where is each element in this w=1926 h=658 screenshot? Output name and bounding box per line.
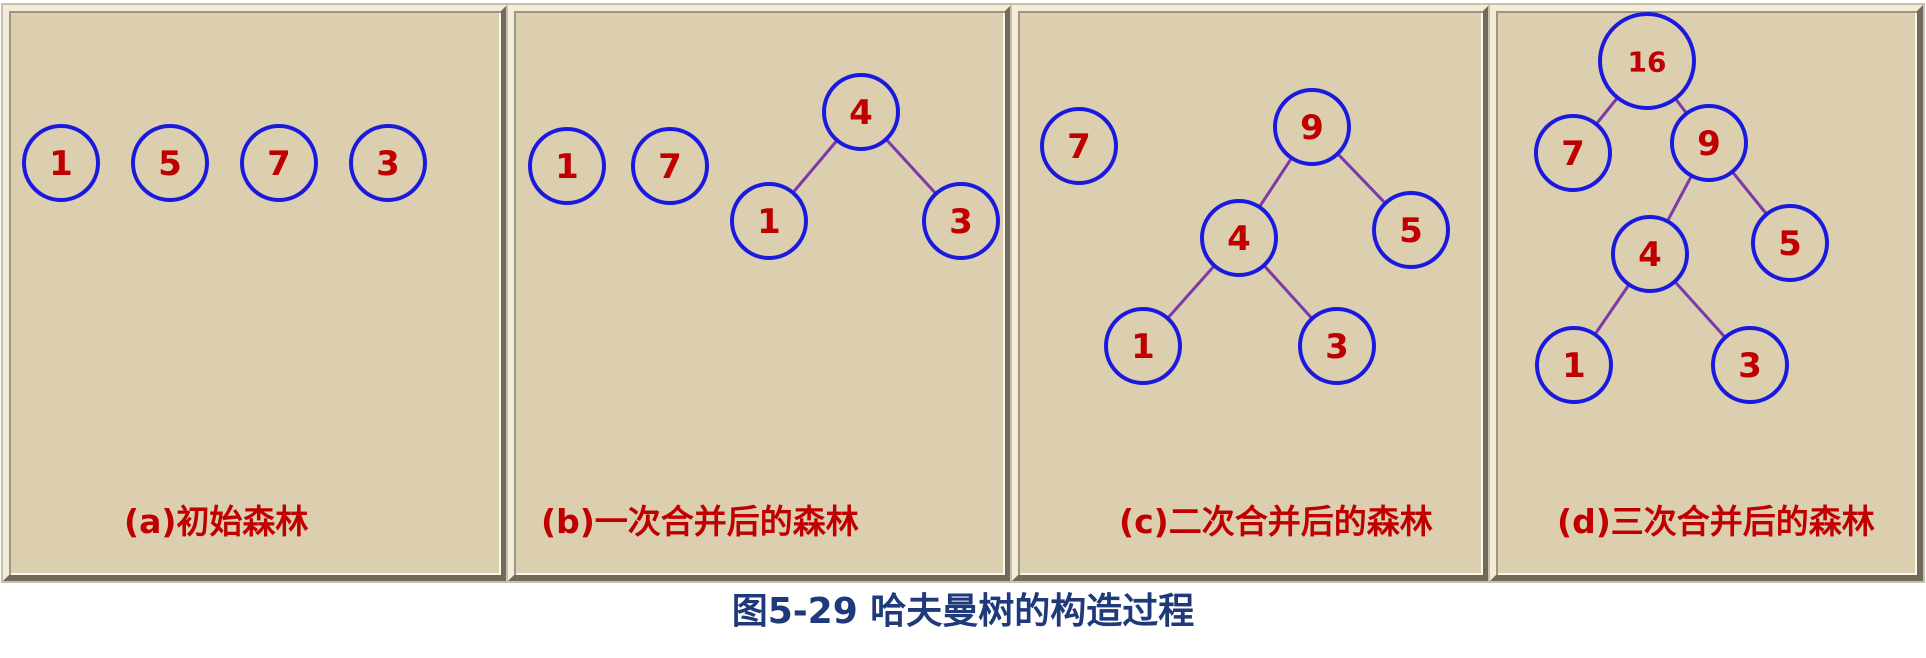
tree-node: 7 xyxy=(240,124,318,202)
node-circle xyxy=(730,182,808,260)
node-circle xyxy=(1104,307,1182,385)
node-label: 16 xyxy=(1628,46,1667,79)
node-label: 5 xyxy=(1778,224,1802,264)
node-label: 9 xyxy=(1697,124,1721,164)
node-circle xyxy=(631,127,709,205)
node-label: 3 xyxy=(1325,327,1349,367)
tree-node: 7 xyxy=(1040,107,1118,185)
tree-node: 1 xyxy=(528,127,606,205)
node-circle xyxy=(922,182,1000,260)
tree-node: 7 xyxy=(1534,114,1612,192)
tree-node: 4 xyxy=(822,73,900,151)
tree-node: 3 xyxy=(1298,307,1376,385)
tree-node: 5 xyxy=(1372,191,1450,269)
tree-edge-d16-d9 xyxy=(1674,97,1688,115)
tree-node: 16 xyxy=(1598,12,1696,110)
tree-node: 5 xyxy=(1751,204,1829,282)
tree-node: 3 xyxy=(349,124,427,202)
panel-caption-a: (a)初始森林 xyxy=(124,502,309,541)
node-circle xyxy=(240,124,318,202)
node-label: 7 xyxy=(658,147,682,187)
node-circle xyxy=(1711,326,1789,404)
tree-node: 1 xyxy=(730,182,808,260)
node-label: 1 xyxy=(49,144,73,184)
node-label: 7 xyxy=(267,144,291,184)
node-label: 7 xyxy=(1067,127,1091,167)
tree-edge-b4-b1c xyxy=(791,139,839,194)
node-circle xyxy=(1534,114,1612,192)
tree-edge-c9-c4 xyxy=(1258,157,1293,208)
node-label: 4 xyxy=(1227,219,1251,259)
tree-edge-d4-d1 xyxy=(1593,283,1631,336)
tree-node: 3 xyxy=(1711,326,1789,404)
panel-caption-d: (d)三次合并后的森林 xyxy=(1557,502,1875,541)
tree-node: 4 xyxy=(1611,215,1689,293)
tree-node: 4 xyxy=(1200,199,1278,277)
tree-canvas-d: 16 7 9 4 5 1 3 xyxy=(1534,12,1829,404)
tree-canvas-b: 1 7 4 1 3 xyxy=(528,73,1000,260)
node-label: 3 xyxy=(949,202,973,242)
panel-caption-c: (c)二次合并后的森林 xyxy=(1119,502,1433,541)
tree-node: 1 xyxy=(1104,307,1182,385)
tree-edge-b4-b3c xyxy=(884,138,938,195)
node-label: 4 xyxy=(1638,235,1662,275)
tree-edge-d9-d5 xyxy=(1731,170,1768,216)
node-circle xyxy=(1535,326,1613,404)
tree-node: 1 xyxy=(1535,326,1613,404)
tree-node: 5 xyxy=(131,124,209,202)
node-circle xyxy=(22,124,100,202)
node-label: 1 xyxy=(757,202,781,242)
node-circle xyxy=(1040,107,1118,185)
tree-edge-c9-c5 xyxy=(1336,152,1387,205)
tree-node: 9 xyxy=(1273,88,1351,166)
node-circle xyxy=(528,127,606,205)
node-circle xyxy=(1372,191,1450,269)
node-circle xyxy=(1200,199,1278,277)
node-label: 1 xyxy=(1562,346,1586,386)
tree-node: 7 xyxy=(631,127,709,205)
node-label: 5 xyxy=(1399,211,1423,251)
node-label: 3 xyxy=(376,144,400,184)
panel-c: 7 9 4 5 1 3 (c)二次合并后的森林 xyxy=(1012,5,1489,581)
tree-node: 3 xyxy=(922,182,1000,260)
node-label: 9 xyxy=(1300,108,1324,148)
tree-edge-c4-c3 xyxy=(1262,264,1314,320)
tree-edge-d16-d7 xyxy=(1595,96,1619,126)
tree-node: 9 xyxy=(1670,104,1748,182)
node-label: 5 xyxy=(158,144,182,184)
node-circle xyxy=(1670,104,1748,182)
node-circle xyxy=(1273,88,1351,166)
node-label: 7 xyxy=(1561,134,1585,174)
tree-edge-d4-d3 xyxy=(1673,280,1727,339)
panel-caption-b: (b)一次合并后的森林 xyxy=(541,502,859,541)
node-circle xyxy=(822,73,900,151)
tree-canvas-c: 7 9 4 5 1 3 xyxy=(1040,88,1450,385)
node-circle xyxy=(349,124,427,202)
node-label: 3 xyxy=(1738,346,1762,386)
panel-d: 16 7 9 4 5 1 3 (d)三次合并后的森林 xyxy=(1490,5,1923,581)
tree-edge-c4-c1 xyxy=(1166,264,1216,320)
node-label: 1 xyxy=(1131,327,1155,367)
node-circle xyxy=(1598,12,1696,110)
tree-edge-d9-d4 xyxy=(1666,174,1693,223)
panel-b: 1 7 4 1 3 (b)一次合并后的森林 xyxy=(508,5,1011,581)
node-circle xyxy=(1298,307,1376,385)
node-circle xyxy=(1751,204,1829,282)
figure-caption: 图5-29 哈夫曼树的构造过程 xyxy=(731,591,1195,632)
tree-node: 1 xyxy=(22,124,100,202)
node-circle xyxy=(1611,215,1689,293)
node-circle xyxy=(131,124,209,202)
node-label: 4 xyxy=(849,93,873,133)
node-label: 1 xyxy=(555,147,579,187)
